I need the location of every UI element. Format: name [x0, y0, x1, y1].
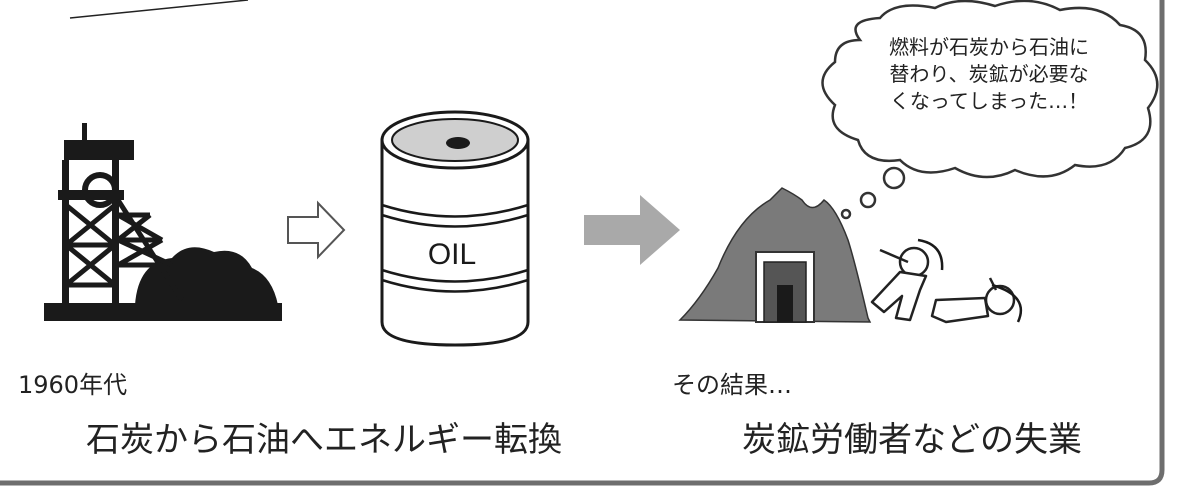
thought-line: 替わり、炭鉱が必要な — [889, 62, 1089, 86]
result-title: 炭鉱労働者などの失業 — [742, 420, 1082, 460]
thought-line: くなってしまった…！ — [889, 89, 1089, 113]
outline-arrow-icon — [287, 200, 346, 260]
decorative-line — [69, 0, 249, 19]
consequence-label: その結果… — [672, 371, 792, 399]
miner-icon — [870, 238, 1023, 324]
mine-entrance-icon — [678, 187, 872, 323]
thought-bubble-icon — [821, 0, 1159, 220]
thought-line: 燃料が石炭から石油に — [889, 35, 1089, 59]
drum-label: OIL — [428, 238, 476, 271]
transition-title: 石炭から石油へエネルギー転換 — [86, 420, 562, 460]
mine-headframe-icon — [44, 123, 282, 321]
solid-arrow-icon — [584, 195, 680, 265]
thought-bubble-text: 燃料が石炭から石油に 替わり、炭鉱が必要な くなってしまった…！ — [862, 34, 1116, 115]
era-label: 1960年代 — [18, 371, 128, 399]
panel-frame — [0, 0, 1165, 486]
oil-drum-icon — [380, 110, 530, 347]
